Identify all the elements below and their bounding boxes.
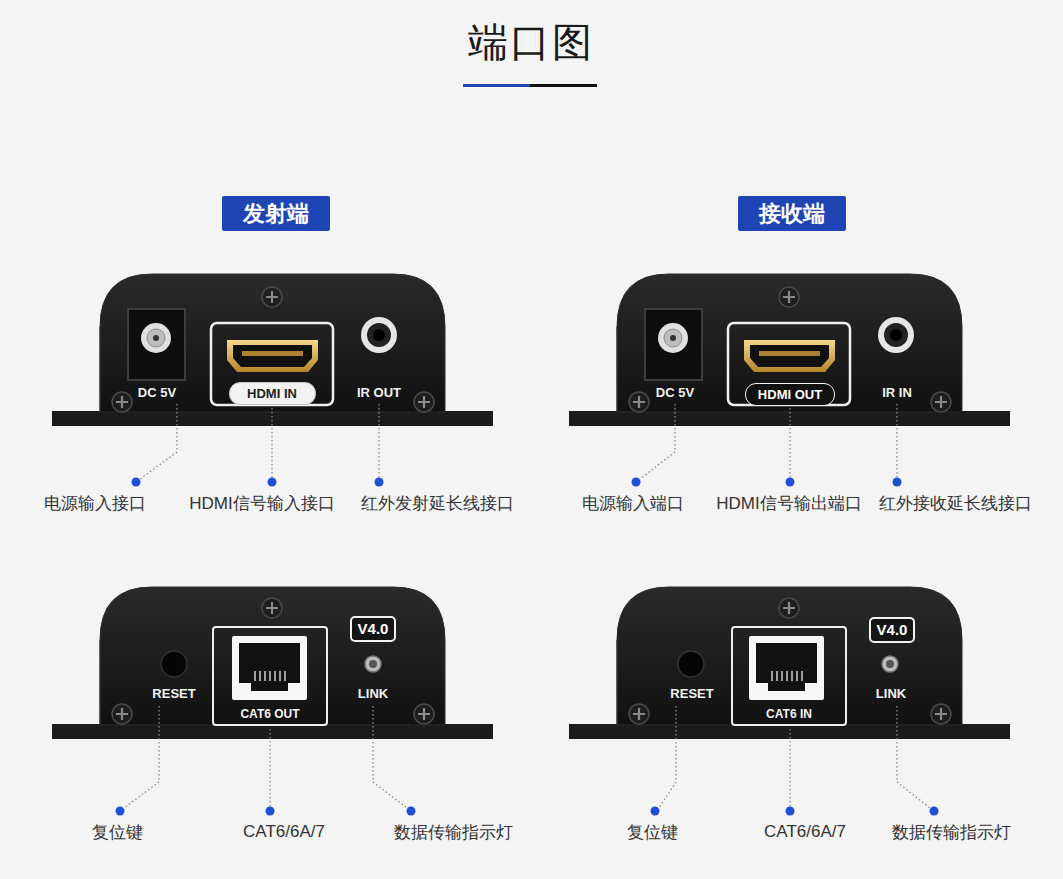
housing-edge: [100, 640, 101, 725]
callout-label: 红外接收延长线接口: [879, 492, 1032, 515]
callout-dot: [407, 807, 416, 816]
callout-dot: [651, 807, 660, 816]
callout-dot: [268, 478, 277, 487]
callout-dot: [930, 807, 939, 816]
callout-label: CAT6/6A/7: [764, 822, 846, 842]
housing-edge: [617, 640, 618, 725]
port-frame: CAT6 IN: [731, 626, 847, 726]
port-label-pill: HDMI OUT: [745, 383, 835, 406]
callout-dots: [116, 478, 939, 816]
port-name: DC 5V: [138, 385, 176, 400]
port-name: CAT6 IN: [766, 707, 812, 721]
leader-line: [789, 729, 790, 806]
port-name: LINK: [876, 686, 906, 701]
callout-label: 电源输入端口: [582, 492, 684, 515]
title-underline-blue: [463, 84, 530, 87]
housing-body: [617, 587, 962, 725]
port-name: DC 5V: [656, 385, 694, 400]
callout-dot: [266, 807, 275, 816]
callout-label: 数据传输指示灯: [394, 821, 513, 844]
mounting-flange: [52, 724, 493, 739]
port-name: IR IN: [882, 385, 912, 400]
callout-dot: [786, 478, 795, 487]
port-name: CAT6 OUT: [240, 707, 299, 721]
housing-body: [617, 274, 962, 412]
section-tag: 接收端: [738, 196, 846, 231]
callout-label: 红外发射延长线接口: [361, 492, 514, 515]
callout-label: 数据传输指示灯: [892, 821, 1011, 844]
callout-dot: [116, 807, 125, 816]
callout-dot: [132, 478, 141, 487]
housing-body: [100, 587, 445, 725]
version-badge: V4.0: [869, 617, 916, 643]
title-underline-black: [530, 84, 597, 87]
port-name: RESET: [152, 686, 195, 701]
section-title: 接收端: [759, 199, 825, 228]
callout-dot: [786, 807, 795, 816]
callout-label: 复位键: [627, 821, 678, 844]
callout-label: HDMI信号输入接口: [189, 492, 334, 515]
housing-edge: [100, 327, 101, 412]
callout-label: HDMI信号输出端口: [716, 492, 861, 515]
callout-label: 电源输入接口: [44, 492, 146, 515]
port-frame: CAT6 OUT: [212, 626, 328, 726]
mounting-flange: [52, 411, 493, 426]
port-name: HDMI OUT: [758, 386, 822, 403]
leader-line: [269, 729, 270, 806]
version-text: V4.0: [877, 620, 908, 640]
mounting-flange: [569, 411, 1010, 426]
version-text: V4.0: [358, 619, 389, 639]
port-name: RESET: [670, 686, 713, 701]
device-panel: DC 5V IR OUT HDMI IN: [52, 272, 493, 427]
callout-dot: [375, 478, 384, 487]
callout-label: CAT6/6A/7: [243, 822, 325, 842]
section-tag: 发射端: [222, 196, 330, 231]
device-panel: RESET LINK V4.0CAT6 OUT: [52, 585, 493, 740]
port-name: HDMI IN: [247, 385, 297, 402]
port-name: IR OUT: [357, 385, 401, 400]
mounting-flange: [569, 724, 1010, 739]
callout-dot: [893, 478, 902, 487]
page-title: 端口图: [468, 15, 594, 70]
callout-dot: [632, 478, 641, 487]
housing-edge: [617, 327, 618, 412]
port-label-pill: HDMI IN: [229, 382, 316, 405]
callout-label: 复位键: [92, 821, 143, 844]
port-name: LINK: [358, 686, 388, 701]
device-panel: RESET LINK V4.0CAT6 IN: [569, 585, 1010, 740]
version-badge: V4.0: [350, 616, 397, 642]
housing-body: [100, 274, 445, 412]
section-title: 发射端: [243, 199, 309, 228]
device-panel: DC 5V IR IN HDMI OUT: [569, 272, 1010, 427]
